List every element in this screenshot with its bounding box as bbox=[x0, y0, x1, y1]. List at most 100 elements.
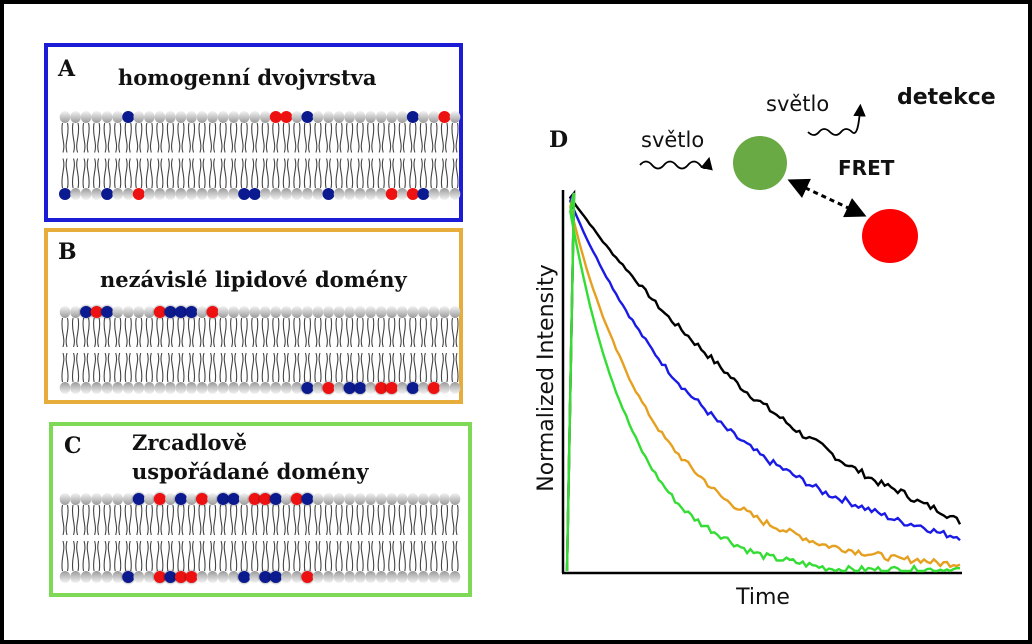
lipid-tail bbox=[114, 504, 122, 572]
lipid-head bbox=[165, 188, 176, 200]
lipid-head bbox=[439, 493, 450, 505]
lipid-tail bbox=[103, 504, 111, 572]
lipid-tail bbox=[261, 122, 269, 189]
lipid-tail bbox=[124, 317, 132, 383]
donor-probe bbox=[217, 493, 230, 505]
lipid-head bbox=[196, 382, 208, 394]
lipid-head bbox=[144, 306, 155, 318]
lipid-head bbox=[270, 188, 282, 200]
lipid-head bbox=[344, 188, 355, 200]
lipid-head bbox=[449, 382, 461, 394]
lipid-head bbox=[344, 493, 355, 505]
lipid-head bbox=[175, 382, 187, 394]
lipid-head bbox=[207, 493, 218, 505]
lipid-head bbox=[428, 571, 440, 583]
panel-c-bilayer bbox=[59, 491, 461, 585]
lipid-head bbox=[228, 571, 239, 583]
lipid-head bbox=[418, 306, 429, 318]
donor-probe bbox=[122, 571, 135, 583]
lipid-tail bbox=[261, 317, 269, 383]
lipid-head bbox=[175, 111, 187, 123]
lipid-tail bbox=[156, 317, 164, 383]
lipid-head bbox=[101, 111, 113, 123]
lipid-head bbox=[112, 306, 124, 318]
lipid-tail bbox=[409, 122, 417, 189]
lipid-head bbox=[59, 306, 71, 318]
donor-probe bbox=[185, 306, 198, 318]
lipid-tail bbox=[272, 504, 280, 572]
lipid-head bbox=[91, 493, 102, 505]
lipid-tail bbox=[335, 317, 343, 383]
donor-probe bbox=[301, 493, 314, 505]
lipid-head bbox=[80, 493, 92, 505]
lipid-head bbox=[396, 111, 408, 123]
lipid-head bbox=[439, 306, 450, 318]
lipid-tail bbox=[398, 504, 406, 572]
lipid-head bbox=[122, 188, 134, 200]
lipid-tail bbox=[82, 504, 90, 572]
lipid-head bbox=[165, 382, 176, 394]
lipid-tail bbox=[219, 122, 227, 189]
lipid-head bbox=[70, 382, 81, 394]
lipid-head bbox=[312, 493, 324, 505]
acceptor-probe bbox=[290, 493, 303, 505]
lipid-tail bbox=[251, 317, 259, 383]
lipid-tail bbox=[440, 317, 449, 383]
lipid-tail bbox=[135, 504, 143, 572]
lipid-tail bbox=[419, 122, 428, 189]
lipid-head bbox=[249, 111, 261, 123]
lipid-head bbox=[70, 306, 81, 318]
lipid-tail bbox=[293, 504, 301, 572]
lipid-tail bbox=[314, 122, 322, 189]
lipid-tail bbox=[367, 317, 375, 383]
lipid-head bbox=[439, 188, 450, 200]
lipid-tail bbox=[187, 504, 196, 572]
lipid-head bbox=[144, 111, 155, 123]
lipid-head bbox=[186, 111, 197, 123]
lipid-head bbox=[186, 188, 197, 200]
lipid-head bbox=[112, 382, 124, 394]
acceptor-probe bbox=[385, 382, 398, 394]
acceptor-probe bbox=[375, 382, 388, 394]
panel-b: B nezávislé lipidové domény bbox=[44, 228, 463, 404]
donor-probe bbox=[354, 382, 367, 394]
lipid-head bbox=[439, 382, 450, 394]
acceptor-probe bbox=[406, 188, 419, 200]
chart-series bbox=[565, 189, 962, 573]
lipid-head bbox=[449, 571, 461, 583]
lipid-head bbox=[80, 571, 92, 583]
lipid-head bbox=[418, 382, 429, 394]
lipid-head bbox=[59, 111, 71, 123]
lipid-tail bbox=[135, 317, 143, 383]
lipid-head bbox=[281, 188, 292, 200]
lipid-tail bbox=[367, 122, 375, 189]
lipid-head bbox=[270, 306, 282, 318]
lipid-tail bbox=[419, 317, 428, 383]
lipid-head bbox=[449, 306, 461, 318]
lipid-head bbox=[249, 382, 261, 394]
lipid-tail bbox=[440, 504, 449, 572]
decay-curve-2 bbox=[565, 192, 961, 572]
lipid-head bbox=[80, 382, 92, 394]
lipid-tail bbox=[177, 317, 185, 383]
lipid-head bbox=[112, 493, 124, 505]
acceptor-probe bbox=[153, 493, 166, 505]
lipid-tail bbox=[345, 317, 354, 383]
lipid-tail bbox=[208, 504, 217, 572]
panel-d: D světlo světlo detekce FRET bbox=[549, 85, 996, 263]
lipid-head bbox=[449, 188, 461, 200]
lipid-head bbox=[291, 111, 303, 123]
lipid-tail bbox=[451, 122, 459, 189]
lipid-head bbox=[122, 306, 134, 318]
lipid-head bbox=[333, 382, 345, 394]
decay-curve-3 bbox=[565, 192, 961, 573]
donor-probe bbox=[238, 188, 251, 200]
panel-a: A homogenní dvojvrstva bbox=[44, 43, 463, 222]
lipid-tail bbox=[219, 317, 227, 383]
lipid-head bbox=[154, 188, 166, 200]
lipid-head bbox=[396, 493, 408, 505]
lipid-head bbox=[207, 571, 218, 583]
panel-d-letter: D bbox=[549, 127, 568, 153]
